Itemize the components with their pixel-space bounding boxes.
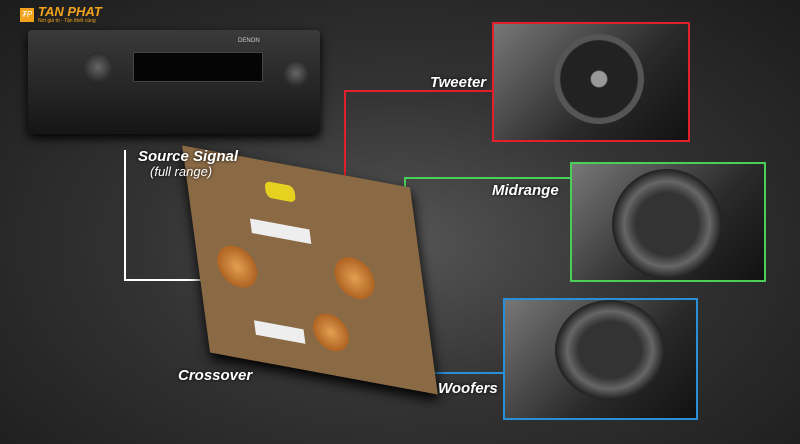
midrange-cone [612,169,722,279]
capacitor [264,180,297,203]
receiver-knob-left [83,52,113,82]
inductor [214,242,260,292]
tweeter-image [492,22,690,142]
tweeter-dome [554,34,644,124]
receiver-brand: DENON [238,38,260,44]
receiver-knob-right [283,60,309,86]
label-midrange: Midrange [492,182,559,199]
label-crossover: Crossover [178,367,253,384]
inductor [310,310,352,355]
source-wire [124,150,202,281]
label-tweeter: Tweeter [430,74,487,91]
label-full-range: (full range) [150,164,213,179]
woofers-image [503,298,698,420]
midrange-image [570,162,766,282]
woofer-cone [555,300,665,400]
tweeter-wire [344,90,492,185]
label-woofers: Woofers [438,380,498,397]
resistor [249,218,312,244]
logo-brand: TAN PHAT [38,4,102,19]
logo: ₮P TAN PHAT Nơi giá trị - Tận thiết cùng [20,5,102,24]
logo-mark-icon: ₮P [20,7,34,22]
receiver-display [133,52,263,82]
av-receiver: DENON [28,30,320,134]
resistor [253,320,306,344]
label-source-signal: Source Signal [138,148,239,165]
inductor [331,253,378,303]
logo-tagline: Nơi giá trị - Tận thiết cùng [38,18,96,24]
